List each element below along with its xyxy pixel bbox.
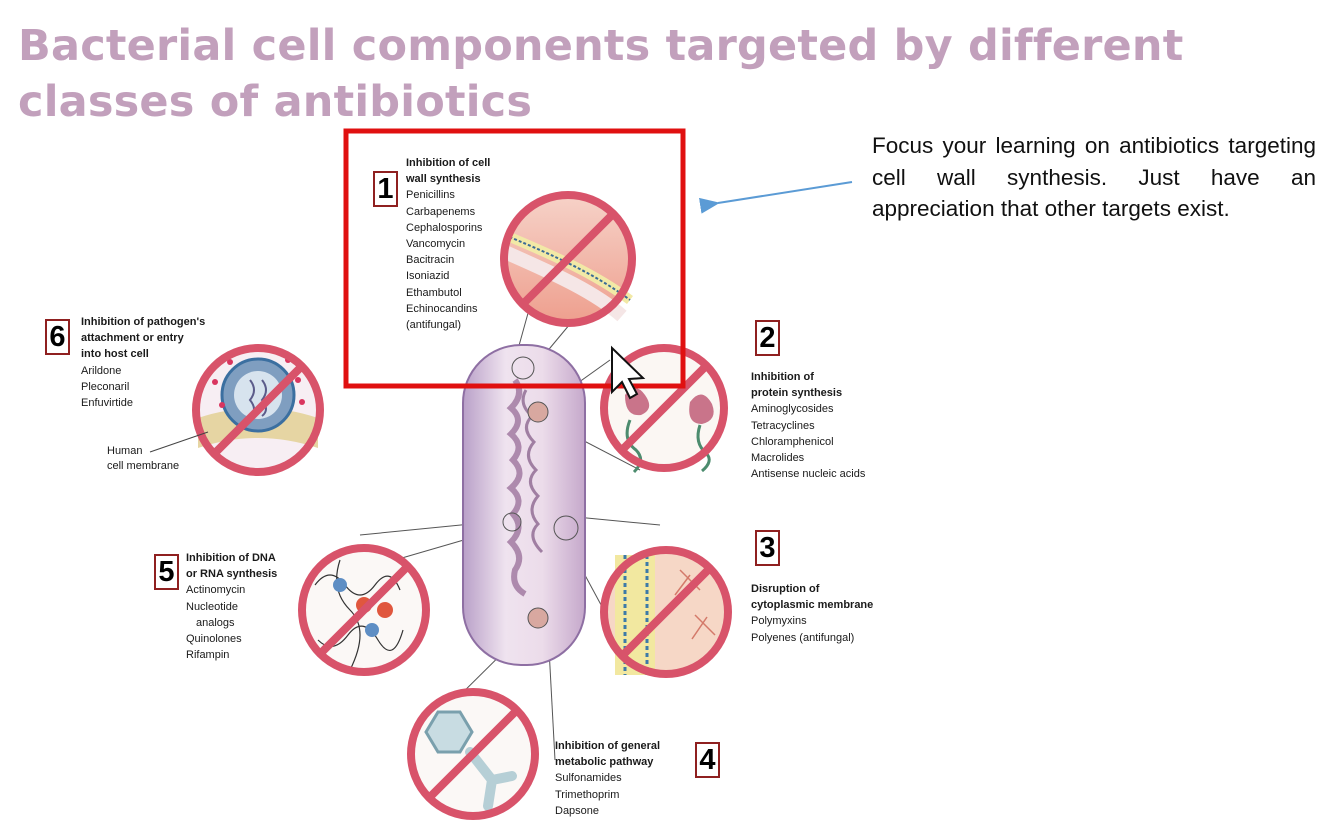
bacterium-cell xyxy=(462,344,586,666)
target-4-item: Dapsone xyxy=(555,804,600,817)
target-5-item: Quinolones xyxy=(186,633,242,646)
zoom-cell-wall xyxy=(500,191,636,327)
target-3-item: Polyenes (antifungal) xyxy=(751,631,855,644)
target-number-1: 1 xyxy=(373,171,398,207)
target-4-label: Inhibition of general metabolic pathway … xyxy=(555,738,660,819)
target-1-item: Isoniazid xyxy=(406,270,450,283)
ribosome-spot xyxy=(527,401,549,423)
target-5-item: Rifampin xyxy=(186,649,230,662)
target-5-heading-line-1: Inhibition of DNA xyxy=(186,552,276,564)
target-1-item: Penicillins xyxy=(406,189,455,202)
target-1-item: Bacitracin xyxy=(406,254,455,267)
no-sign-4 xyxy=(407,688,539,820)
target-2-item: Macrolides xyxy=(751,452,805,465)
target-2-item: Antisense nucleic acids xyxy=(751,468,866,481)
target-3-heading-line-2: cytoplasmic membrane xyxy=(751,599,874,612)
target-2-label: Inhibition of protein synthesis Aminogly… xyxy=(751,369,865,482)
target-4-item: Sulfonamides xyxy=(555,772,622,785)
human-membrane-label-line-1: Human xyxy=(107,445,143,457)
target-2-heading-line-1: Inhibition of xyxy=(751,371,814,383)
target-1-item: Cephalosporins xyxy=(406,221,483,234)
target-1-heading-line-2: wall synthesis xyxy=(406,173,481,186)
target-number-3: 3 xyxy=(755,530,780,566)
no-sign-1 xyxy=(500,191,636,327)
target-3-heading-line-1: Disruption of xyxy=(751,583,820,595)
no-sign-2 xyxy=(600,344,728,472)
target-5-label: Inhibition of DNA or RNA synthesis Actin… xyxy=(186,550,277,663)
target-1-heading-line-1: Inhibition of cell xyxy=(406,157,491,169)
target-6-label: Inhibition of pathogen's attachment or e… xyxy=(81,314,205,411)
target-number-4: 4 xyxy=(695,742,720,778)
target-4-heading-line-1: Inhibition of general xyxy=(555,740,661,752)
target-1-item: Echinocandins xyxy=(406,302,478,315)
zoom-membrane xyxy=(600,546,732,678)
target-number-2: 2 xyxy=(755,320,780,356)
human-membrane-label-line-2: cell membrane xyxy=(107,460,180,472)
target-5-item: Nucleotide xyxy=(186,600,238,613)
target-4-heading-line-2: metabolic pathway xyxy=(555,756,654,769)
target-5-heading-line-2: or RNA synthesis xyxy=(186,568,278,581)
target-number-6: 6 xyxy=(45,319,70,355)
wall-spot xyxy=(511,356,535,380)
folate-spot xyxy=(527,607,549,629)
dna-spot xyxy=(502,512,522,532)
target-6-heading-line-3: into host cell xyxy=(81,348,149,361)
target-1-item: Ethambutol xyxy=(406,286,462,299)
pointer-arrow xyxy=(698,181,853,214)
mouse-cursor-icon xyxy=(611,345,646,400)
target-6-heading-line-2: attachment or entry xyxy=(81,332,184,345)
no-sign-6 xyxy=(192,344,324,476)
target-2-item: Tetracyclines xyxy=(751,419,815,432)
target-1-item: Vancomycin xyxy=(406,238,466,251)
learning-note: Focus your learning on antibiotics targe… xyxy=(872,133,1316,221)
highlight-box xyxy=(343,128,686,389)
zoom-dna xyxy=(298,544,430,676)
no-sign-3 xyxy=(600,546,732,678)
nucleoid-dna xyxy=(506,378,527,597)
human-membrane-label: Human cell membrane xyxy=(107,444,179,474)
target-4-item: Trimethoprim xyxy=(555,788,620,801)
target-6-item: Pleconaril xyxy=(81,380,130,393)
zoom-host-entry xyxy=(192,344,324,476)
zoom-metabolic xyxy=(407,688,539,820)
slide-title: Bacterial cell components targeted by di… xyxy=(18,21,1184,127)
target-2-heading-line-2: protein synthesis xyxy=(751,387,843,400)
target-2-item: Aminoglycosides xyxy=(751,403,834,416)
membrane-spot xyxy=(553,515,579,541)
target-6-heading-line-1: Inhibition of pathogen's xyxy=(81,316,206,328)
target-2-item: Chloramphenicol xyxy=(751,435,834,448)
target-5-item: analogs xyxy=(196,616,235,629)
target-6-item: Enfuvirtide xyxy=(81,397,133,410)
target-1-item: (antifungal) xyxy=(406,319,462,332)
human-membrane-pointer xyxy=(149,431,209,453)
no-sign-5 xyxy=(298,544,430,676)
target-5-item: Actinomycin xyxy=(186,584,246,597)
target-3-label: Disruption of cytoplasmic membrane Polym… xyxy=(751,581,873,646)
target-1-label: Inhibition of cell wall synthesis Penici… xyxy=(406,155,490,333)
target-1-item: Carbapenems xyxy=(406,205,476,218)
target-6-item: Arildone xyxy=(81,364,122,377)
target-number-5: 5 xyxy=(154,554,179,590)
target-3-item: Polymyxins xyxy=(751,615,807,628)
